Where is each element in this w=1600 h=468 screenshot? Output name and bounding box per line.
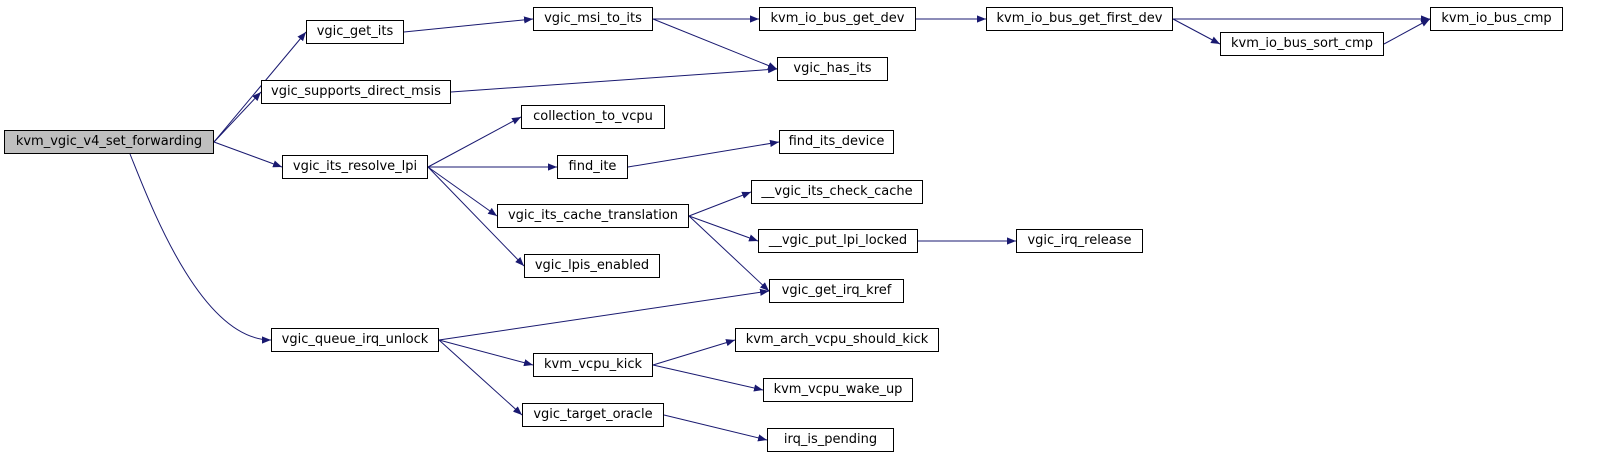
edge-kvm_vgic_v4_set_forwarding-to-vgic_its_resolve_lpi <box>213 141 283 168</box>
node-kvm-vcpu-kick[interactable]: kvm_vcpu_kick <box>533 353 653 377</box>
edge-find_ite-to-find_its_device <box>627 139 780 168</box>
node-kvm-io-bus-cmp[interactable]: kvm_io_bus_cmp <box>1430 7 1563 31</box>
node-find-its-device[interactable]: find_its_device <box>779 130 894 154</box>
node-vgic-has-its[interactable]: vgic_has_its <box>777 57 888 81</box>
node-find-ite[interactable]: find_ite <box>557 155 628 179</box>
node-kvm-arch-vcpu-should-kick[interactable]: kvm_arch_vcpu_should_kick <box>735 328 939 352</box>
node-vgic-msi-to-its[interactable]: vgic_msi_to_its <box>533 7 653 31</box>
node-vgic-put-lpi-locked[interactable]: __vgic_put_lpi_locked <box>758 229 918 253</box>
edge-vgic_its_cache_translation-to-__vgic_put_lpi_locked <box>688 215 759 242</box>
node-vgic-queue-irq-unlock[interactable]: vgic_queue_irq_unlock <box>271 328 439 352</box>
node-kvm-io-bus-get-dev[interactable]: kvm_io_bus_get_dev <box>759 7 916 31</box>
edge-vgic_its_resolve_lpi-to-collection_to_vcpu <box>427 116 522 168</box>
node-vgic-target-oracle[interactable]: vgic_target_oracle <box>522 403 664 427</box>
node-vgic-supports-direct-msis[interactable]: vgic_supports_direct_msis <box>261 80 451 104</box>
node-collection-to-vcpu[interactable]: collection_to_vcpu <box>521 105 665 129</box>
node-kvm-vcpu-wake-up[interactable]: kvm_vcpu_wake_up <box>763 378 913 402</box>
node-kvm-io-bus-get-first-dev[interactable]: kvm_io_bus_get_first_dev <box>986 7 1173 31</box>
edge-vgic_msi_to_its-to-vgic_has_its <box>652 18 778 70</box>
node-kvm-vgic-v4-set-forwarding: kvm_vgic_v4_set_forwarding <box>4 130 214 154</box>
edge-kvm_vgic_v4_set_forwarding-to-vgic_get_its <box>213 31 307 143</box>
node-vgic-its-cache-translation[interactable]: vgic_its_cache_translation <box>497 204 689 228</box>
edge-kvm_io_bus_sort_cmp-to-kvm_io_bus_cmp <box>1383 18 1431 45</box>
edge-vgic_queue_irq_unlock-to-vgic_get_irq_kref <box>438 288 770 341</box>
edge-vgic_get_its-to-vgic_msi_to_its <box>403 16 534 33</box>
node-vgic-lpis-enabled[interactable]: vgic_lpis_enabled <box>524 254 660 278</box>
edge-vgic_its_resolve_lpi-to-vgic_lpis_enabled <box>427 166 525 267</box>
node-vgic-its-resolve-lpi[interactable]: vgic_its_resolve_lpi <box>282 155 428 179</box>
node-kvm-io-bus-sort-cmp[interactable]: kvm_io_bus_sort_cmp <box>1220 32 1384 56</box>
edge-vgic_queue_irq_unlock-to-kvm_vcpu_kick <box>438 339 534 367</box>
edge-kvm_vgic_v4_set_forwarding-to-vgic_supports_direct_msis <box>213 91 262 143</box>
node-vgic-irq-release[interactable]: vgic_irq_release <box>1016 229 1143 253</box>
edge-kvm_vgic_v4_set_forwarding-to-vgic_queue_irq_unlock <box>129 153 272 344</box>
node-irq-is-pending[interactable]: irq_is_pending <box>767 428 894 452</box>
edge-kvm_vcpu_kick-to-kvm_vcpu_wake_up <box>652 364 764 392</box>
edge-vgic_queue_irq_unlock-to-vgic_target_oracle <box>438 339 523 416</box>
edge-kvm_vcpu_kick-to-kvm_arch_vcpu_should_kick <box>652 339 736 366</box>
edge-vgic_its_cache_translation-to-vgic_get_irq_kref <box>688 215 770 292</box>
edge-vgic_its_cache_translation-to-__vgic_its_check_cache <box>688 191 752 217</box>
edge-vgic_supports_direct_msis-to-vgic_has_its <box>450 66 778 93</box>
edge-kvm_io_bus_get_first_dev-to-kvm_io_bus_sort_cmp <box>1172 18 1221 45</box>
edge-vgic_target_oracle-to-irq_is_pending <box>663 414 768 442</box>
node-vgic-its-check-cache[interactable]: __vgic_its_check_cache <box>751 180 923 204</box>
node-vgic-get-its[interactable]: vgic_get_its <box>306 20 404 44</box>
node-vgic-get-irq-kref[interactable]: vgic_get_irq_kref <box>769 279 904 303</box>
edge-vgic_its_resolve_lpi-to-vgic_its_cache_translation <box>427 166 498 217</box>
